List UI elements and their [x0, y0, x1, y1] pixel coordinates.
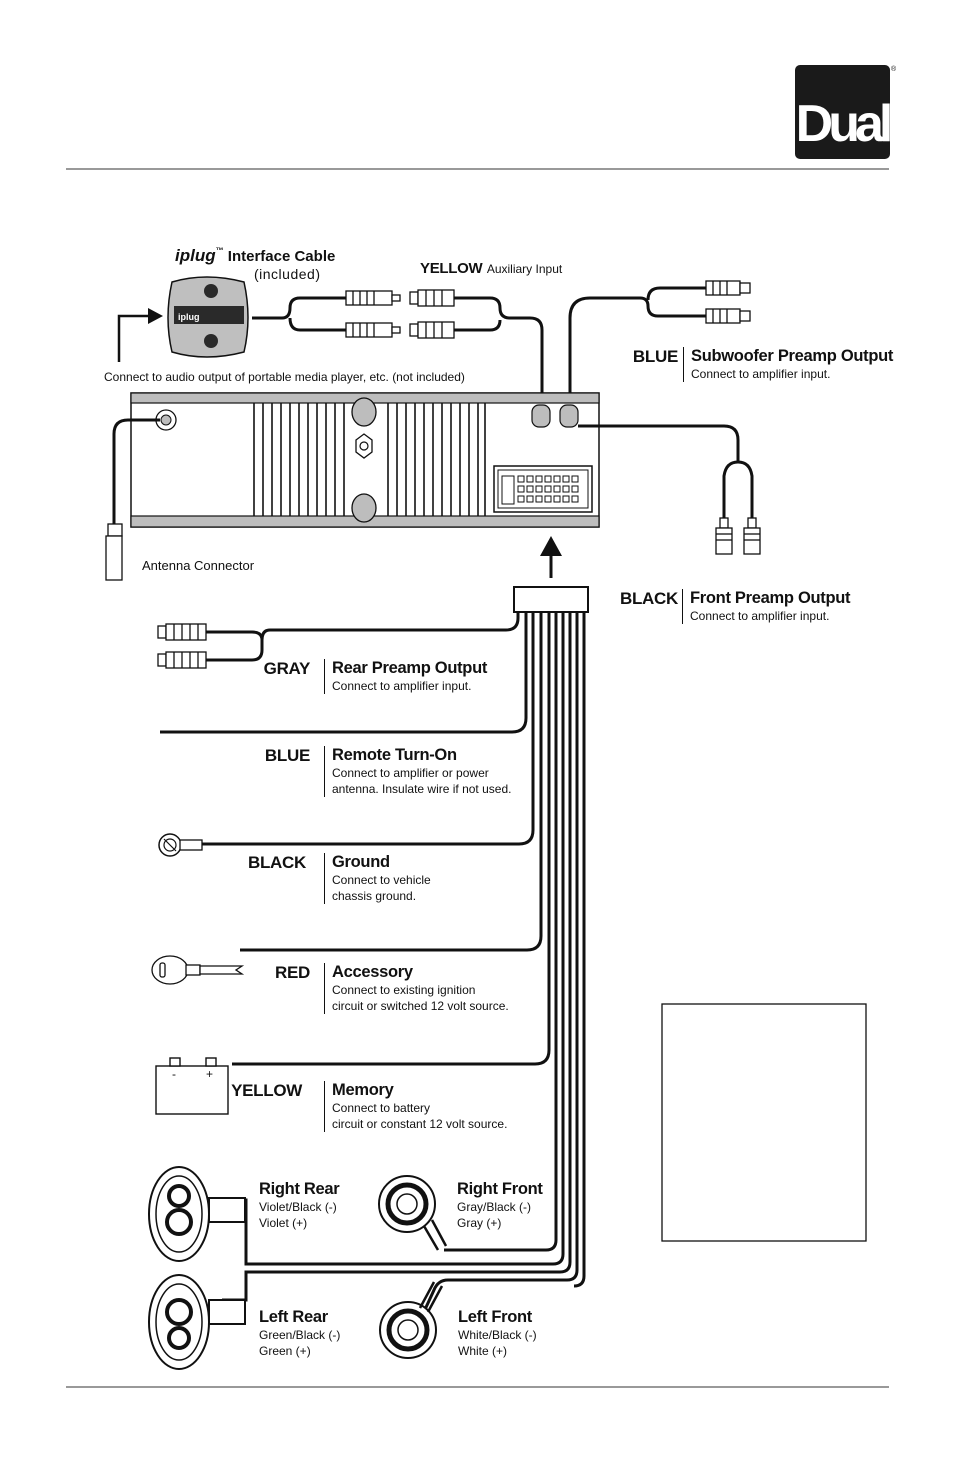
wire-info-gray: Rear Preamp Output Connect to amplifier … — [324, 659, 487, 694]
iplug-cable-label: Interface Cable — [227, 248, 336, 265]
speaker-right-front: Right Front Gray/Black (-) Gray (+) — [457, 1180, 543, 1230]
antenna-plug — [105, 523, 123, 581]
antenna-label: Antenna Connector — [142, 558, 255, 573]
wire-info-yellow: Memory Connect to battery circuit or con… — [324, 1081, 507, 1132]
subwoofer-title: Subwoofer Preamp Output — [691, 347, 894, 365]
iplug-included: (included) — [254, 266, 321, 282]
front-preamp-title: Front Preamp Output — [690, 589, 851, 607]
front-preamp-info: Front Preamp Output Connect to amplifier… — [682, 589, 851, 624]
svg-text:®: ® — [891, 65, 897, 73]
head-unit — [130, 392, 600, 528]
subwoofer-info: Subwoofer Preamp Output Connect to ampli… — [683, 347, 893, 382]
right-front-speaker-icon — [378, 1175, 448, 1251]
speaker-left-rear: Left Rear Green/Black (-) Green (+) — [259, 1308, 341, 1358]
rca-plug-pair-left — [345, 290, 401, 338]
wire-info-black: Ground Connect to vehicle chassis ground… — [324, 853, 431, 904]
rca-plug-pair-front — [715, 517, 761, 555]
wire-color-blue: BLUE — [264, 746, 310, 765]
media-arrow — [117, 314, 148, 362]
iplug-brand: iplug — [175, 246, 216, 265]
battery-plus: + — [206, 1067, 213, 1081]
front-preamp-color: BLACK — [620, 589, 678, 608]
blank-box — [661, 1003, 867, 1242]
rca-jack-pair-aux — [409, 289, 455, 339]
rca-plug-pair-rear — [157, 623, 207, 669]
dual-logo: Dual ® — [795, 65, 897, 159]
ground-ring-terminal — [158, 833, 203, 857]
subwoofer-color: BLUE — [632, 347, 678, 366]
wire-color-gray: GRAY — [263, 659, 311, 678]
left-front-speaker-icon — [379, 1281, 444, 1359]
harness-plug — [513, 586, 589, 613]
ignition-key-icon — [151, 955, 245, 985]
logo-text: Dual — [796, 95, 890, 153]
rca-plug-pair-subwoofer — [705, 280, 751, 324]
battery-minus: - — [172, 1067, 176, 1081]
speaker-left-front: Left Front White/Black (-) White (+) — [458, 1308, 537, 1358]
iplug-label: iplug™ Interface Cable — [175, 246, 336, 265]
media-note: Connect to audio output of portable medi… — [104, 370, 465, 384]
speaker-right-rear: Right Rear Violet/Black (-) Violet (+) — [259, 1180, 340, 1230]
wire-info-blue: Remote Turn-On Connect to amplifier or p… — [324, 746, 511, 797]
iplug-badge-text: iplug — [178, 312, 200, 322]
subwoofer-desc: Connect to amplifier input. — [691, 367, 831, 381]
front-preamp-desc: Connect to amplifier input. — [690, 609, 830, 623]
battery-icon: - + — [155, 1057, 229, 1115]
right-rear-speaker-icon — [148, 1166, 246, 1262]
iplug-module: iplug — [167, 276, 249, 358]
wire-color-black: BLACK — [248, 853, 306, 872]
wire-color-yellow: YELLOW — [231, 1081, 302, 1100]
aux-label: YELLOW Auxiliary Input — [420, 260, 563, 277]
left-rear-speaker-icon — [148, 1274, 246, 1370]
wire-color-red: RED — [275, 963, 310, 982]
wire-info-red: Accessory Connect to existing ignition c… — [324, 963, 509, 1014]
